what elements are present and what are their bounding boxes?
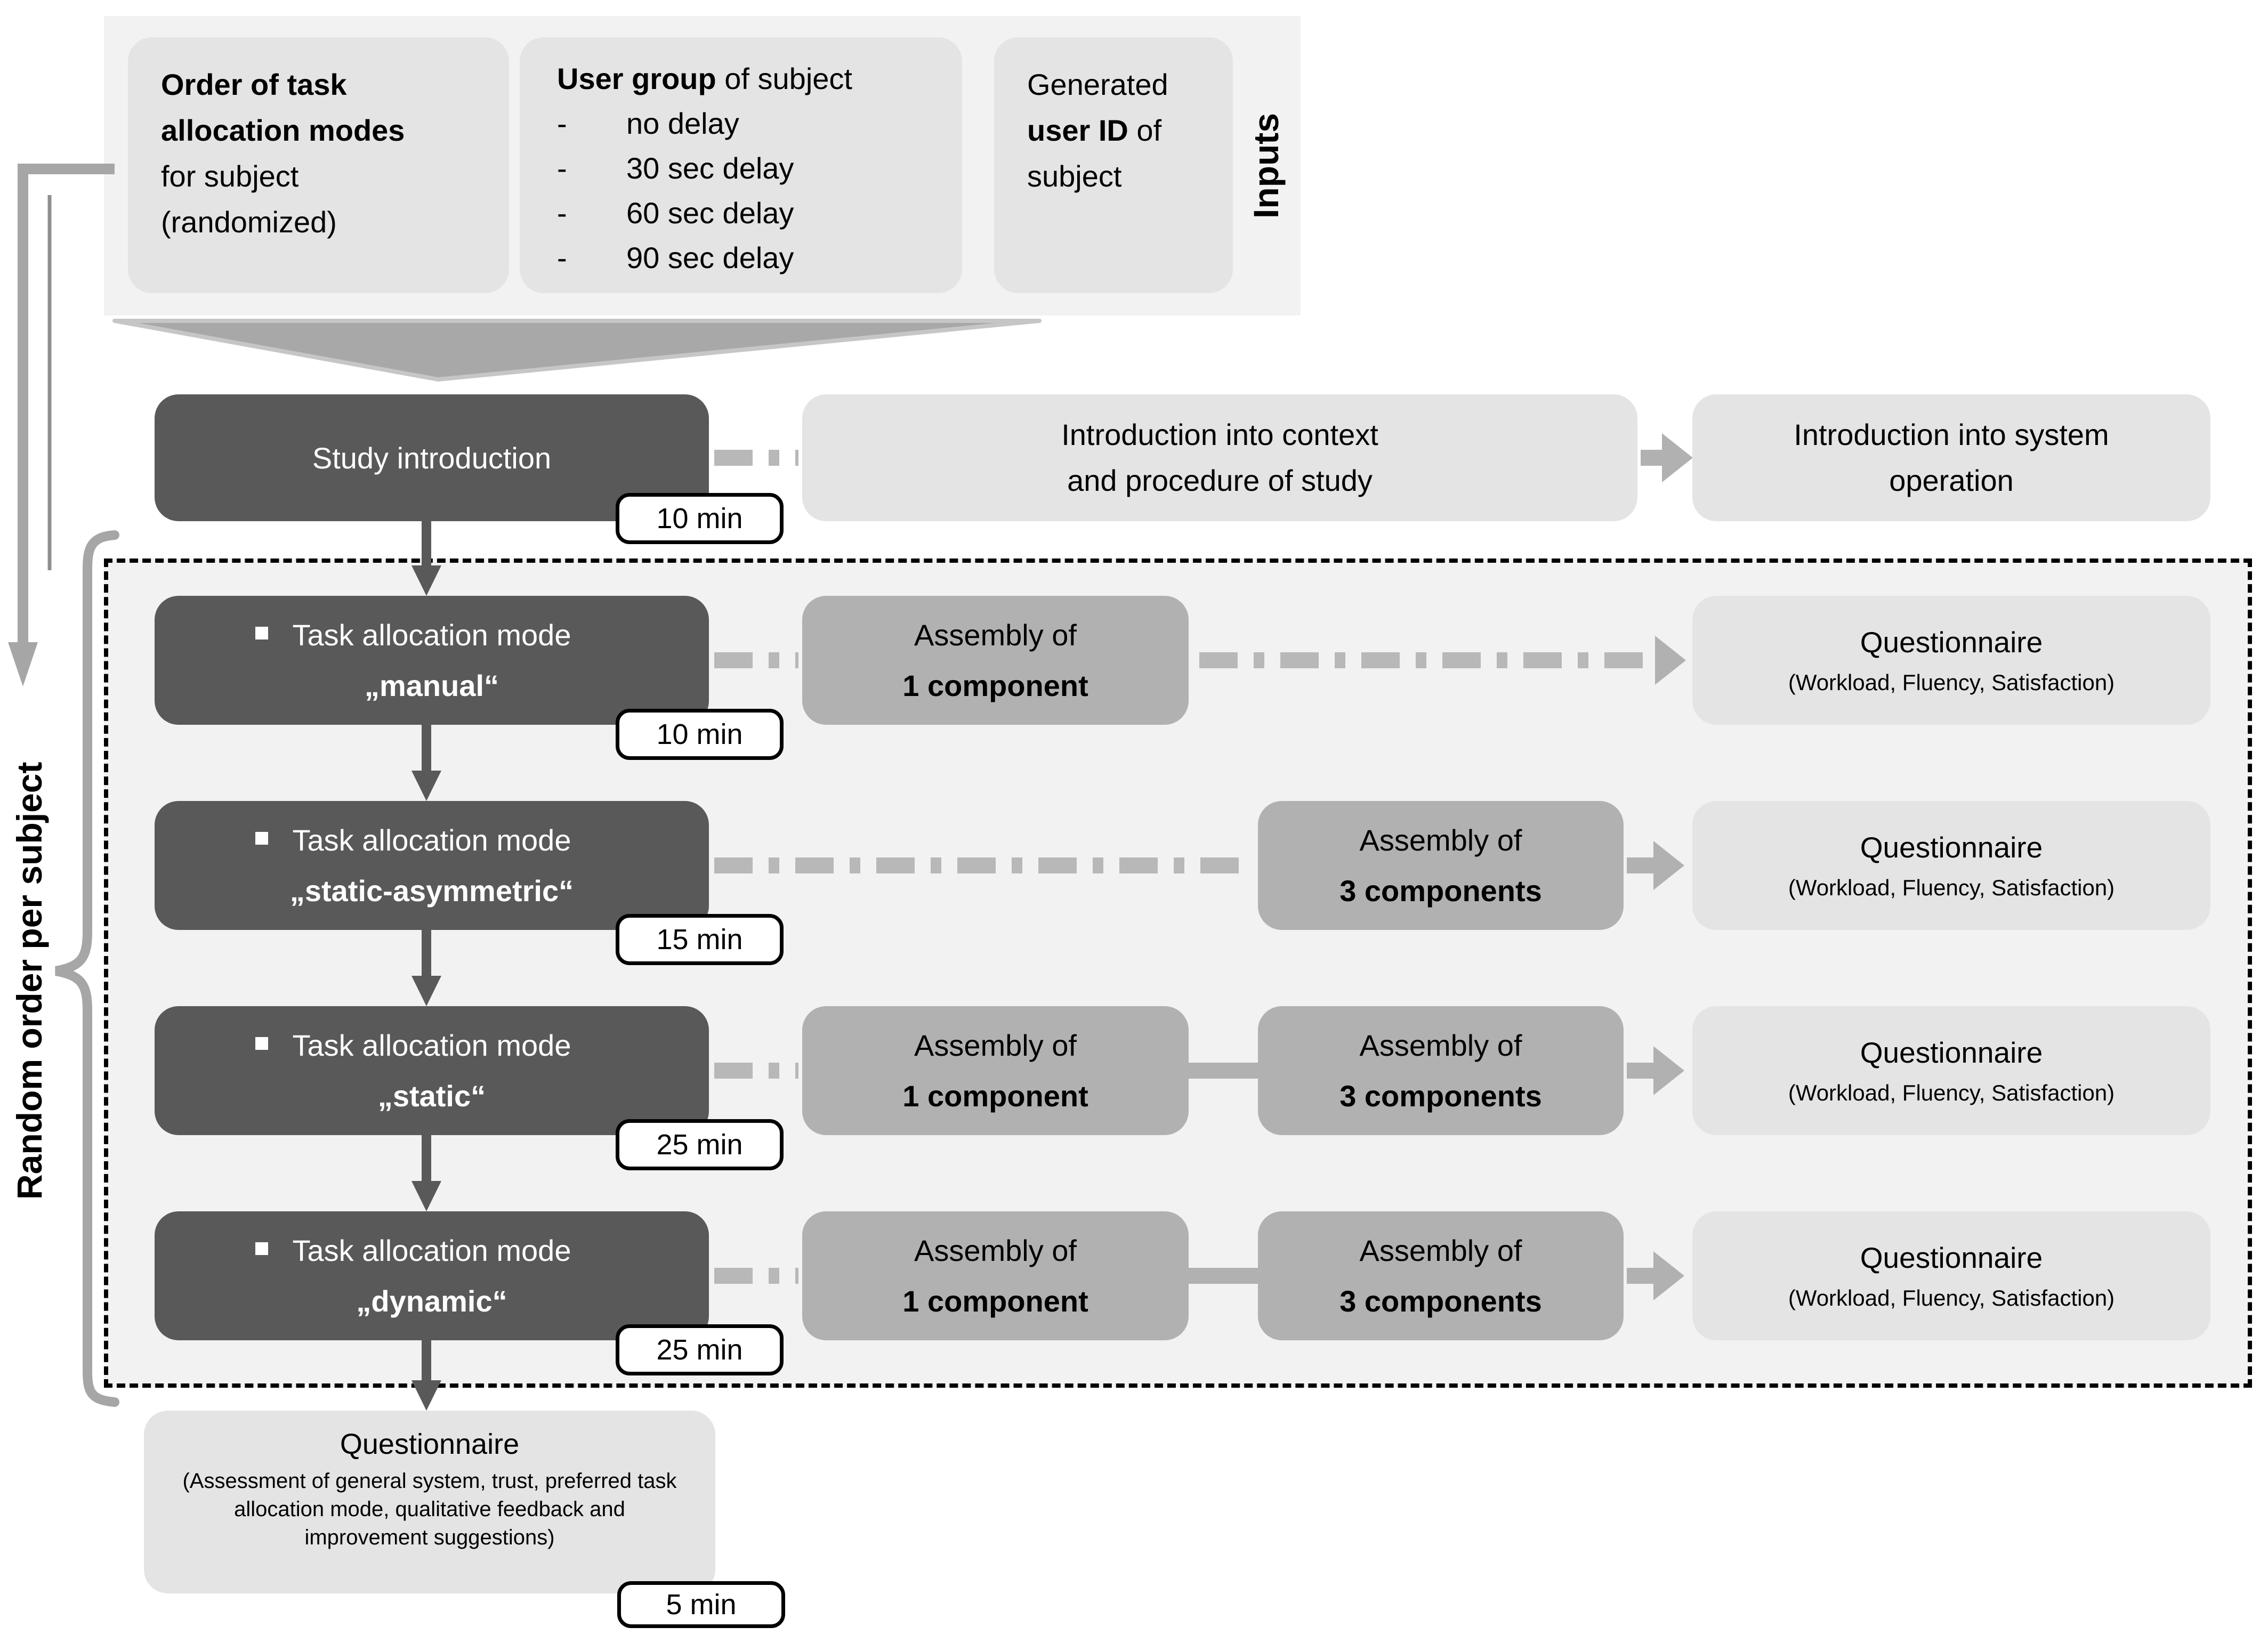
dash-dot-connector: [714, 1063, 798, 1079]
dash-dot-connector: [714, 857, 1247, 873]
assembly-1-box: Assembly of 1 component: [802, 1211, 1189, 1340]
questionnaire-box: Questionnaire (Workload, Fluency, Satisf…: [1692, 1006, 2210, 1135]
dash-dot-connector: [714, 1268, 798, 1284]
artifact-square: [255, 832, 268, 845]
dash-dot-connector: [714, 450, 798, 466]
user-group-option: - no delay: [557, 101, 930, 146]
assembly-1-box: Assembly of 1 component: [802, 1006, 1189, 1135]
inputs-side-label: Inputs: [1246, 113, 1286, 218]
task-mode-box: Task allocation mode „manual“: [155, 596, 709, 725]
user-group-box: User group of subject - no delay - 30 se…: [520, 37, 962, 293]
arrow-down-icon: [411, 565, 441, 596]
duration-badge: 10 min: [616, 709, 784, 760]
user-group-option: - 60 sec delay: [557, 191, 930, 236]
questionnaire-box: Questionnaire (Workload, Fluency, Satisf…: [1692, 596, 2210, 725]
task-mode-box: Task allocation mode „static“: [155, 1006, 709, 1135]
order-box-rest: for subject (randomized): [161, 159, 337, 239]
task-mode-box: Task allocation mode „static-asymmetric“: [155, 801, 709, 930]
funnel-arrow-icon: [112, 319, 1042, 382]
duration-badge: 25 min: [616, 1324, 784, 1375]
flow-connector: [422, 930, 431, 977]
connector-stem: [1627, 1268, 1653, 1284]
arrow-right-icon: [1653, 1046, 1684, 1095]
dash-dot-connector: [1199, 652, 1655, 668]
hyphen-bullet: -: [557, 196, 567, 230]
duration-badge: 15 min: [616, 914, 784, 965]
task-row-static: Task allocation mode „static“ Assembly o…: [0, 1006, 2268, 1211]
task-row-manual: Task allocation mode „manual“ Assembly o…: [0, 596, 2268, 801]
connector-stem: [1627, 857, 1653, 873]
assembly-3-box: Assembly of 3 components: [1258, 801, 1624, 930]
flow-connector: [422, 1135, 431, 1182]
duration-badge: 10 min: [616, 493, 784, 544]
final-questionnaire-box: Questionnaire (Assessment of general sys…: [144, 1411, 715, 1593]
arrow-right-icon: [1655, 636, 1686, 685]
duration-badge: 25 min: [616, 1119, 784, 1170]
assembly-3-box: Assembly of 3 components: [1258, 1211, 1624, 1340]
task-row-static-asymmetric: Task allocation mode „static-asymmetric“…: [0, 801, 2268, 1006]
artifact-square: [255, 627, 268, 640]
artifact-square: [255, 1037, 268, 1050]
order-box: Order of task allocation modes for subje…: [128, 37, 509, 293]
artifact-square: [255, 1242, 268, 1255]
arrow-right-icon: [1653, 1251, 1684, 1300]
flow-connector: [422, 521, 431, 566]
flow-connector: [422, 1340, 431, 1381]
inputs-panel: Order of task allocation modes for subje…: [104, 16, 1301, 315]
connector-stem: [1641, 450, 1664, 466]
arrow-down-icon: [411, 1380, 441, 1411]
context-intro-box: Introduction into context and procedure …: [802, 394, 1637, 521]
arrow-right-icon: [1662, 433, 1693, 482]
duration-badge: 5 min: [617, 1581, 785, 1628]
connector-solid: [1189, 1268, 1258, 1284]
arrow-right-icon: [1653, 841, 1684, 890]
user-group-option: - 90 sec delay: [557, 236, 930, 280]
system-intro-box: Introduction into system operation: [1692, 394, 2210, 521]
user-group-option: - 30 sec delay: [557, 146, 930, 191]
order-box-title: Order of task allocation modes: [161, 68, 405, 147]
hyphen-bullet: -: [557, 107, 567, 140]
task-mode-box: Task allocation mode „dynamic“: [155, 1211, 709, 1340]
questionnaire-box: Questionnaire (Workload, Fluency, Satisf…: [1692, 1211, 2210, 1340]
questionnaire-box: Questionnaire (Workload, Fluency, Satisf…: [1692, 801, 2210, 930]
study-row: Study introduction Introduction into con…: [0, 394, 2268, 544]
assembly-3-box: Assembly of 3 components: [1258, 1006, 1624, 1135]
hyphen-bullet: -: [557, 241, 567, 274]
task-row-dynamic: Task allocation mode „dynamic“ Assembly …: [0, 1211, 2268, 1417]
flow-connector: [422, 725, 431, 772]
user-id-box: Generated user ID of subject: [994, 37, 1233, 293]
arrow-down-icon: [411, 771, 441, 801]
dash-dot-connector: [714, 652, 798, 668]
arrow-down-icon: [411, 1181, 441, 1211]
assembly-1-box: Assembly of 1 component: [802, 596, 1189, 725]
arrow-down-icon: [411, 976, 441, 1006]
connector-stem: [1627, 1063, 1653, 1079]
study-introduction-box: Study introduction: [155, 394, 709, 521]
hyphen-bullet: -: [557, 151, 567, 185]
connector-solid: [1189, 1063, 1258, 1079]
user-group-title: User group of subject: [557, 62, 852, 95]
